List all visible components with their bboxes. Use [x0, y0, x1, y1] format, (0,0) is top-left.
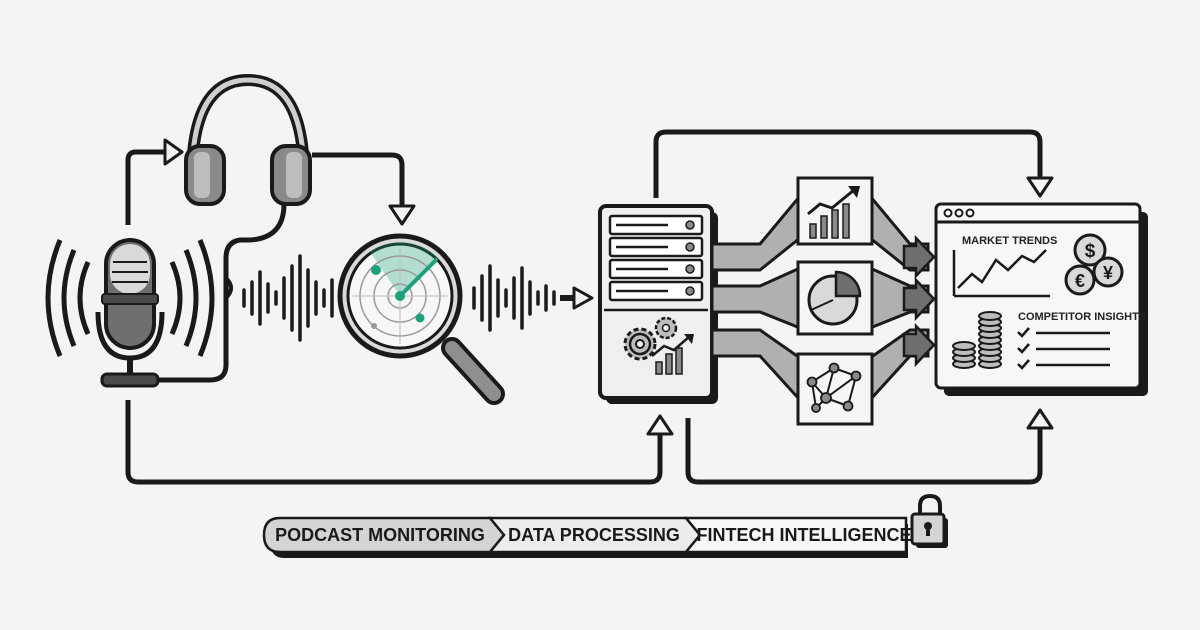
arrow-mic-to-server — [125, 400, 663, 485]
channel-arrow-top — [902, 234, 936, 280]
intelligence-dashboard-window: MARKET TRENDS $ € ¥ COMPETITOR INSIGHTS — [934, 202, 1148, 396]
arrow-mic-to-headphones — [125, 149, 172, 225]
arrow-server-to-dashboard-bottom — [685, 418, 1043, 485]
competitor-insights-heading: COMPETITOR INSIGHTS — [1018, 311, 1146, 323]
server-mini-chart-icon — [651, 334, 694, 375]
market-trends-heading: MARKET TRENDS — [962, 235, 1057, 247]
channel-arrow-bottom — [902, 322, 936, 368]
audio-waveform-right — [472, 264, 556, 332]
radar-magnifier-icon — [337, 233, 505, 405]
headphones-icon — [158, 73, 312, 383]
arrow-head-dashboard-bottom — [1026, 408, 1054, 430]
pie-chart-panel — [796, 260, 874, 336]
checkmark-icon — [1017, 327, 1030, 338]
trend-chart-panel — [796, 176, 874, 246]
currency-coins-icon: $ € ¥ — [1064, 233, 1124, 296]
audio-waveform-left — [242, 254, 342, 342]
dollar-symbol: $ — [1085, 241, 1096, 262]
channel-arrow-middle — [902, 276, 936, 322]
arrow-head-headphones — [163, 138, 184, 166]
pipeline-step-fintech-intelligence: FINTECH INTELLIGENCE — [697, 525, 912, 545]
pipeline-step-podcast-monitoring: PODCAST MONITORING — [275, 525, 485, 545]
microphone-icon — [45, 238, 215, 388]
window-dot-1 — [943, 208, 953, 218]
arrow-head-server-bottom — [646, 414, 674, 436]
insights-checklist — [1017, 327, 1110, 370]
arrow-head-server-left — [572, 286, 594, 310]
market-trends-line-chart — [952, 249, 1050, 298]
coin-stacks-icon — [952, 311, 1002, 369]
checkmark-icon — [1017, 359, 1030, 370]
connector-arrows — [125, 129, 1054, 485]
window-dot-2 — [954, 208, 964, 218]
data-server-icon — [598, 204, 718, 404]
arrow-headphones-to-magnifier — [312, 152, 405, 208]
arrow-head-dashboard-top — [1026, 176, 1054, 198]
lock-icon — [910, 493, 948, 548]
pipeline-step-3-shape — [683, 516, 908, 554]
network-graph-panel — [796, 352, 874, 426]
arrow-server-to-dashboard-top — [653, 129, 1043, 198]
pipeline-bar: PODCAST MONITORING DATA PROCESSING FINTE… — [262, 493, 948, 558]
checkmark-icon — [1017, 343, 1030, 354]
arrow-head-magnifier — [388, 204, 416, 226]
window-dot-3 — [965, 208, 975, 218]
euro-symbol: € — [1075, 271, 1085, 291]
yen-symbol: ¥ — [1103, 263, 1113, 283]
pipeline-step-data-processing: DATA PROCESSING — [508, 525, 680, 545]
gears-icon — [623, 316, 678, 361]
pipeline-step-1-shape — [262, 516, 506, 554]
server-rack-slots — [608, 214, 704, 302]
